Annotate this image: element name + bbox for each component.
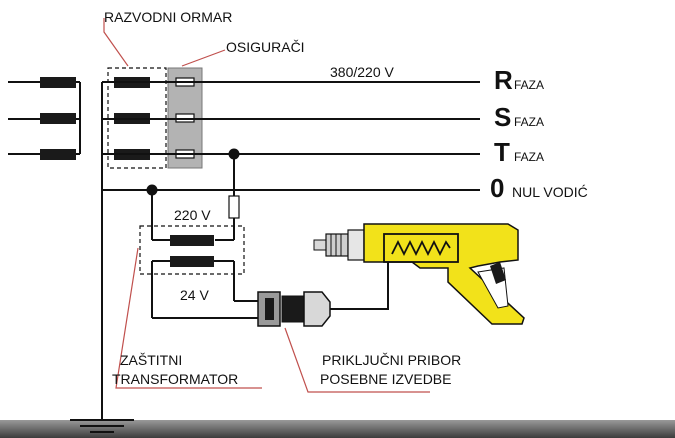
transformer-box	[139, 225, 245, 275]
line-letter-t: T	[494, 137, 510, 167]
fuses-label: OSIGURAČI	[226, 39, 305, 55]
primary-wires	[151, 154, 235, 241]
line-letter-s: S	[494, 102, 511, 132]
line-text-r: FAZA	[514, 78, 544, 92]
plug-connector-icon	[257, 291, 331, 327]
transformer-winding-icon	[170, 235, 214, 267]
generator-coils-icon	[8, 77, 81, 160]
voltage-main-label: 380/220 V	[330, 64, 394, 80]
secondary-fuse-icon	[228, 195, 240, 219]
line-letter-0: 0	[490, 173, 504, 203]
voltage-secondary-label: 24 V	[180, 287, 209, 303]
voltage-primary-label: 220 V	[174, 207, 211, 223]
electric-drill-icon	[313, 223, 525, 325]
line-text-0: NUL VODIĆ	[512, 184, 588, 200]
line-label-0: 0 NUL VODIĆ	[490, 173, 588, 203]
line-letter-r: R	[494, 65, 513, 95]
line-label-t: T FAZA	[494, 137, 544, 167]
line-text-t: FAZA	[514, 150, 544, 164]
leader-lines	[103, 18, 430, 393]
phase-wires	[102, 81, 480, 191]
connector-label-1: PRIKLJUČNI PRIBOR	[322, 352, 461, 368]
ground-symbol-icon	[70, 419, 134, 433]
cabinet-label: RAZVODNI ORMAR	[104, 9, 232, 25]
ground-bar	[0, 420, 675, 438]
line-text-s: FAZA	[514, 115, 544, 129]
line-label-r: R FAZA	[494, 65, 544, 95]
transformer-label-2: TRANSFORMATOR	[112, 371, 238, 387]
line-label-s: S FAZA	[494, 102, 544, 132]
tool-cable	[330, 260, 389, 310]
connector-label-2: POSEBNE IZVEDBE	[320, 371, 451, 387]
transformer-label-1: ZAŠTITNI	[120, 352, 182, 368]
